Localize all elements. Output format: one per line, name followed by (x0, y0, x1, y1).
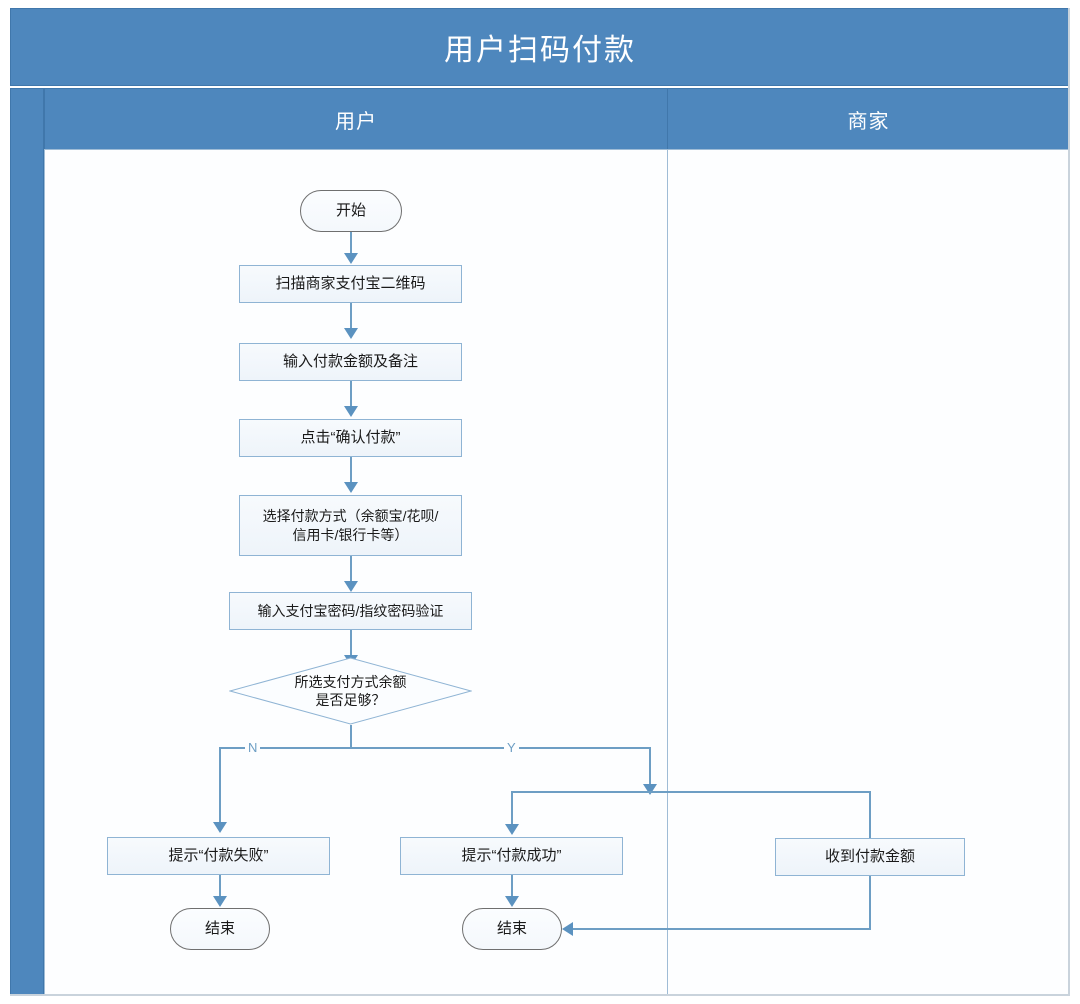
edge-yes-success-arrow (505, 824, 519, 835)
node-enter-amount-label: 输入付款金额及备注 (282, 352, 418, 370)
edge-yes-to-success (511, 791, 513, 825)
edge-amount-confirm-arrow (344, 406, 358, 417)
edge-received-end-arrow (562, 922, 573, 936)
edge-decision-stem (350, 725, 352, 748)
node-payment-success[interactable]: 提示“付款成功” (400, 837, 623, 875)
node-scan-qr-label: 扫描商家支付宝二维码 (275, 274, 426, 292)
edge-amount-confirm (350, 381, 352, 407)
node-payment-failed-label: 提示“付款失败” (168, 846, 269, 864)
edge-confirm-method-arrow (344, 482, 358, 493)
edge-fail-end (219, 875, 221, 897)
edge-fail-end-arrow (213, 896, 227, 907)
node-select-method[interactable]: 选择付款方式（余额宝/花呗/ 信用卡/银行卡等） (239, 495, 462, 556)
node-payment-failed[interactable]: 提示“付款失败” (107, 837, 330, 875)
edge-method-verify-arrow (344, 581, 358, 592)
node-start-label: 开始 (335, 201, 366, 219)
lane-label-user: 用户 (335, 110, 377, 133)
edge-decision-yes-arrow (643, 784, 657, 795)
node-start[interactable]: 开始 (300, 190, 402, 232)
edge-decision-yes (649, 747, 651, 785)
diagram-title-bar: 用户扫码付款 (10, 8, 1070, 86)
edge-yes-distribution-bar (511, 791, 871, 793)
edge-success-end (511, 875, 513, 897)
node-balance-decision-label: 所选支付方式余额 是否足够？ (294, 673, 407, 708)
edge-verify-decision (350, 630, 352, 656)
node-merchant-received[interactable]: 收到付款金额 (775, 838, 965, 876)
branch-label-no: N (245, 741, 261, 754)
edge-scan-amount (350, 303, 352, 329)
edge-decision-branch-bar (219, 747, 651, 749)
edge-decision-fail-arrow (213, 822, 227, 833)
node-verify-password[interactable]: 输入支付宝密码/指纹密码验证 (229, 592, 472, 630)
node-end-failed-label: 结束 (204, 919, 235, 937)
node-verify-password-label: 输入支付宝密码/指纹密码验证 (257, 602, 444, 619)
lane-label-merchant: 商家 (847, 110, 890, 133)
node-scan-qr[interactable]: 扫描商家支付宝二维码 (239, 265, 462, 303)
edge-start-scan-arrow (344, 253, 358, 264)
node-payment-success-label: 提示“付款成功” (461, 846, 562, 864)
edge-confirm-method (350, 457, 352, 483)
edge-received-down (869, 876, 871, 930)
edge-success-end-arrow (505, 896, 519, 907)
diagram-title: 用户扫码付款 (444, 34, 636, 67)
edge-yes-to-received (869, 791, 871, 839)
node-end-success[interactable]: 结束 (462, 908, 562, 950)
node-confirm-payment-label: 点击“确认付款” (300, 428, 401, 446)
node-select-method-label: 选择付款方式（余额宝/花呗/ 信用卡/银行卡等） (262, 507, 439, 543)
node-enter-amount[interactable]: 输入付款金额及备注 (239, 343, 462, 381)
lane-header-merchant: 商家 (667, 88, 1070, 150)
edge-method-verify (350, 556, 352, 582)
node-merchant-received-label: 收到付款金额 (824, 847, 915, 865)
edge-decision-fail (219, 747, 221, 823)
edge-start-scan (350, 232, 352, 254)
node-confirm-payment[interactable]: 点击“确认付款” (239, 419, 462, 457)
branch-label-yes: Y (504, 741, 519, 754)
node-end-failed[interactable]: 结束 (170, 908, 270, 950)
node-balance-decision[interactable]: 所选支付方式余额 是否足够？ (229, 657, 472, 725)
node-end-success-label: 结束 (496, 919, 527, 937)
edge-received-to-end (573, 928, 871, 930)
lane-header-user: 用户 (44, 88, 668, 150)
decision-diamond-shape (229, 657, 472, 725)
lane-rail (10, 88, 44, 996)
edge-scan-amount-arrow (344, 328, 358, 339)
